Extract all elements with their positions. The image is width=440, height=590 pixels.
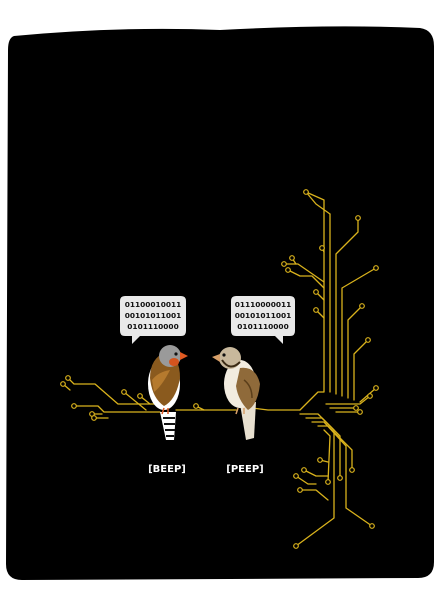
left-bird <box>148 345 188 440</box>
peep-label: [PEEP] <box>226 464 263 475</box>
right-bird-wing <box>236 367 260 410</box>
left-bird-beak <box>180 352 188 360</box>
right-bird-beak <box>212 354 220 362</box>
left-binary-line-3: 0101110000 <box>127 322 178 331</box>
black-panel <box>6 26 434 580</box>
right-binary-line-3: 0101110000 <box>237 322 288 331</box>
left-bird-cheek <box>169 358 179 366</box>
right-bird <box>212 347 260 440</box>
beep-label: [BEEP] <box>148 464 186 475</box>
right-binary-line-2: 00101011001 <box>235 311 292 320</box>
left-binary-line-1: 01100010011 <box>125 300 182 309</box>
left-speech-bubble: 01100010011 00101011001 0101110000 <box>120 296 186 344</box>
right-binary-line-1: 01110000011 <box>235 300 292 309</box>
right-speech-bubble: 01110000011 00101011001 0101110000 <box>231 296 295 344</box>
circuit-pads <box>60 189 379 549</box>
left-binary-line-2: 00101011001 <box>125 311 182 320</box>
